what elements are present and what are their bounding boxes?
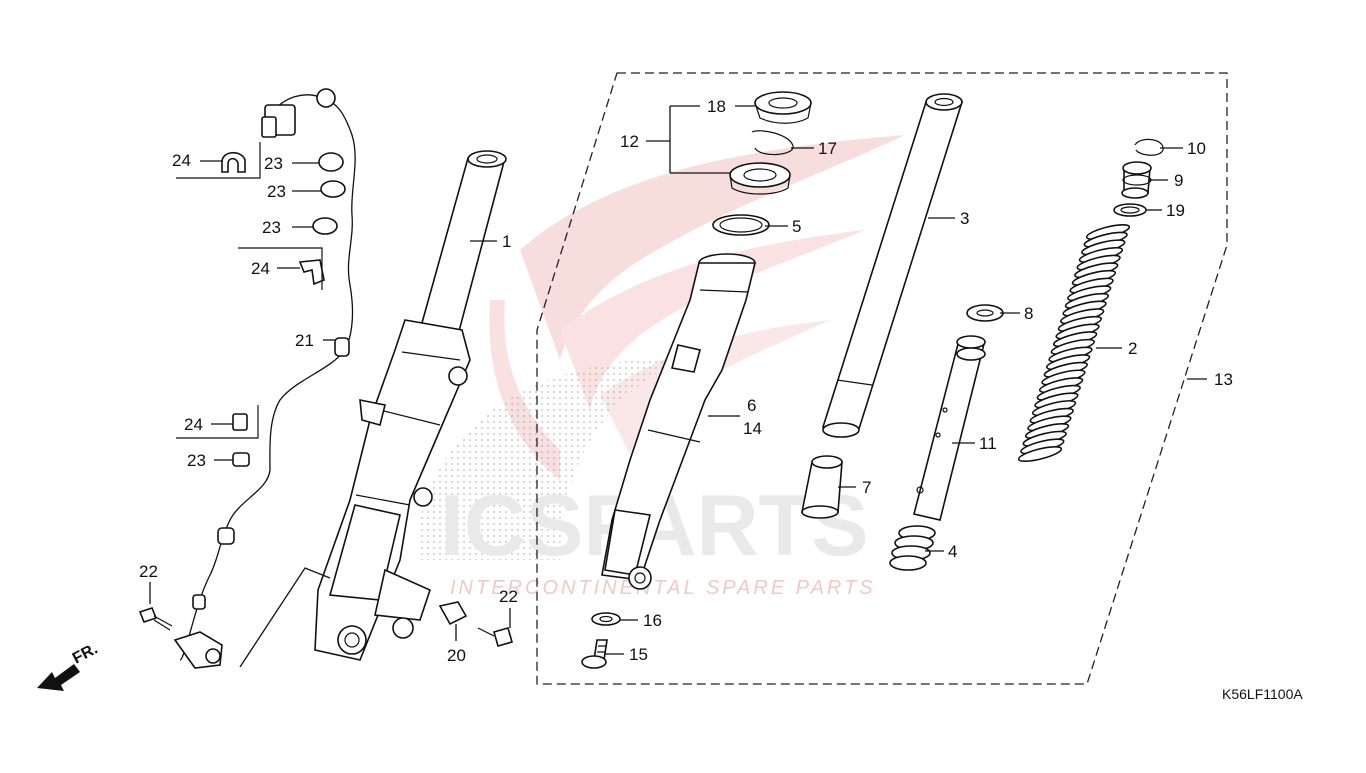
sensor-tip <box>205 648 221 664</box>
bracket-top-1 <box>359 399 386 426</box>
o-ring-19 <box>1113 203 1147 217</box>
fasteners-left <box>138 601 513 647</box>
damper-rod-11 <box>913 335 986 521</box>
clip-24b <box>298 259 325 286</box>
front-direction-indicator: FR. <box>37 640 101 691</box>
cap-parts <box>1113 138 1164 217</box>
label-8: 8 <box>1024 304 1033 323</box>
dust-seal-18 <box>754 91 812 115</box>
rebound-spring-4 <box>889 525 936 571</box>
washer-16 <box>591 612 621 626</box>
label-24a: 24 <box>172 151 191 170</box>
axle-boss-1 <box>337 625 367 655</box>
bolt-15 <box>581 639 608 669</box>
mount-ear-2 <box>413 487 433 507</box>
clip-17 <box>751 130 794 156</box>
clamp-23b <box>320 180 346 198</box>
label-23d: 23 <box>187 451 206 470</box>
bracket-24c <box>176 405 259 439</box>
callout-labels: 1 2 3 4 5 6 7 8 9 10 11 12 13 14 15 16 1… <box>139 97 1233 665</box>
label-23b: 23 <box>267 182 286 201</box>
bolt-22a-head <box>138 607 158 623</box>
label-16: 16 <box>643 611 662 630</box>
label-14: 14 <box>743 419 762 438</box>
fork-outer-tube-6 <box>601 253 757 590</box>
clip-parts <box>176 142 346 467</box>
label-22b: 22 <box>499 587 518 606</box>
sensor-leader-line <box>239 567 331 668</box>
label-2: 2 <box>1128 339 1137 358</box>
inner-tube-bottom <box>822 422 860 438</box>
outer-tube-axle <box>628 566 652 590</box>
label-15: 15 <box>629 645 648 664</box>
caliper-bolt-1 <box>392 617 414 639</box>
label-22a: 22 <box>139 562 158 581</box>
bushing-7 <box>801 455 843 519</box>
label-4: 4 <box>948 542 957 561</box>
seal-parts <box>712 91 812 236</box>
caliper-mount-1 <box>374 568 431 621</box>
label-11: 11 <box>979 434 997 453</box>
bracket-20 <box>438 601 468 626</box>
clip-24c <box>232 413 248 431</box>
label-5: 5 <box>792 217 801 236</box>
label-12: 12 <box>620 132 639 151</box>
inner-tube-top-1 <box>467 150 507 168</box>
watermark-dots <box>420 360 680 560</box>
harness-clip <box>217 527 235 545</box>
diagram-code: K56LF1100A <box>1222 686 1303 702</box>
watermark-tagline: INTERCONTINENTAL SPARE PARTS <box>450 577 876 599</box>
mount-ear-1 <box>448 366 468 386</box>
label-20: 20 <box>447 646 466 665</box>
label-18: 18 <box>707 97 726 116</box>
harness-clamp <box>334 337 350 357</box>
fork-assembly-1 <box>314 150 507 661</box>
leader-lines <box>149 105 1207 655</box>
washer-8 <box>966 304 1004 322</box>
circlip-10 <box>1134 138 1164 156</box>
label-3: 3 <box>960 209 969 228</box>
label-10: 10 <box>1187 139 1206 158</box>
clamp-23c <box>312 217 338 235</box>
oil-seal-12 <box>729 162 791 188</box>
front-label: FR. <box>70 640 101 667</box>
bolt-22b-head <box>493 627 513 647</box>
clamp-23a <box>318 152 344 172</box>
harness-connector-plug <box>261 116 277 138</box>
label-7: 7 <box>862 478 871 497</box>
harness-sleeve <box>192 594 206 610</box>
bracket-24b <box>238 247 323 290</box>
label-13: 13 <box>1214 370 1233 389</box>
label-1: 1 <box>502 232 511 251</box>
spring-coil <box>1017 445 1063 463</box>
label-6: 6 <box>747 396 756 415</box>
label-17: 17 <box>818 139 837 158</box>
outer-tube-ear <box>671 344 701 373</box>
label-24b: 24 <box>251 259 270 278</box>
fork-spring-2 <box>1017 223 1131 463</box>
inner-tube-top <box>925 93 963 111</box>
sensor-harness <box>173 88 356 669</box>
label-19: 19 <box>1166 201 1185 220</box>
front-arrow-icon <box>37 664 80 691</box>
inner-tube-3 <box>821 93 964 438</box>
clamp-23d <box>232 452 250 467</box>
label-23a: 23 <box>264 154 283 173</box>
harness-grommet <box>316 88 336 108</box>
clip-24a <box>221 151 246 173</box>
label-23c: 23 <box>262 218 281 237</box>
label-9: 9 <box>1174 171 1183 190</box>
label-21: 21 <box>295 331 314 350</box>
fork-assembly-outline <box>536 72 1228 685</box>
label-24c: 24 <box>184 415 203 434</box>
bracket-24a <box>176 142 261 179</box>
